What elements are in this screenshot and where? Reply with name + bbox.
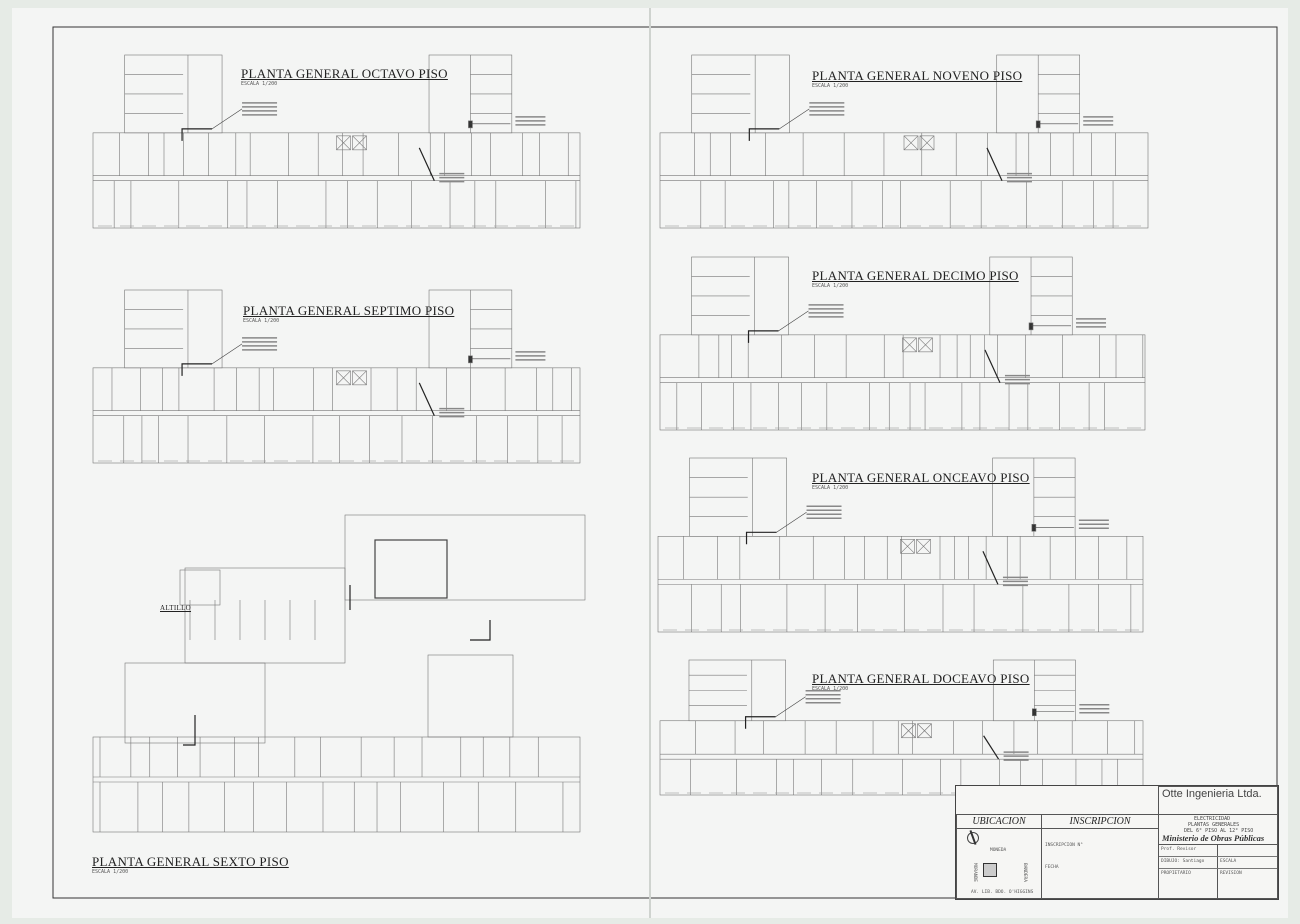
plan-title-sexto: PLANTA GENERAL SEXTO PISO [92, 854, 289, 869]
floor-plan-decimo [659, 256, 1146, 431]
plan-title-octavo: PLANTA GENERAL OCTAVO PISO [241, 66, 448, 81]
plan-scale-onceavo: ESCALA 1/200 [812, 485, 849, 491]
plan-scale-decimo: ESCALA 1/200 [812, 283, 849, 289]
floor-plan-noveno [659, 54, 1149, 229]
plan-scale-septimo: ESCALA 1/200 [243, 318, 280, 324]
floor-plan-septimo [92, 289, 581, 464]
field-propietario: PROPIETARIO [1161, 871, 1191, 876]
plan-scale-doceavo: ESCALA 1/200 [812, 686, 849, 692]
plan-title-onceavo: PLANTA GENERAL ONCEAVO PISO [812, 470, 1030, 485]
plan-title-doceavo: PLANTA GENERAL DOCEAVO PISO [812, 671, 1030, 686]
project-line-2: PLANTAS GENERALES [1188, 822, 1240, 828]
field-escala: ESCALA [1220, 859, 1237, 864]
title-block: UBICACION MONEDA MORANDE BANDERA AV. LIB… [955, 785, 1279, 900]
plan-scale-noveno: ESCALA 1/200 [812, 83, 849, 89]
plan-title-noveno: PLANTA GENERAL NOVENO PISO [812, 68, 1023, 83]
inscripcion-box: INSCRIPCION INSCRIPCION N° FECHA [1041, 814, 1159, 899]
altillo-label: ALTILLO [160, 604, 192, 612]
client-name: Ministerio de Obras Públicas [1162, 833, 1265, 843]
inscripcion-header: INSCRIPCION [1069, 816, 1131, 827]
field-revisor: Prof. Revisor [1161, 847, 1197, 852]
floor-plan-sexto [92, 514, 586, 833]
project-line-3: DEL 6° PISO AL 12° PISO [1184, 828, 1254, 834]
north-arrow-icon [967, 830, 979, 845]
plan-title-septimo: PLANTA GENERAL SEPTIMO PISO [243, 303, 455, 318]
inscripcion-number: INSCRIPCION N° [1045, 843, 1083, 848]
ubicacion-box: UBICACION MONEDA MORANDE BANDERA AV. LIB… [956, 814, 1042, 899]
plan-title-decimo: PLANTA GENERAL DECIMO PISO [812, 268, 1019, 283]
company-box: Otte Ingenieria Ltda. ELECTRICIDAD PLANT… [1158, 786, 1278, 899]
ubicacion-header: UBICACION [972, 816, 1026, 827]
floor-plan-octavo [92, 54, 581, 229]
street-right: BANDERA [1021, 863, 1027, 882]
street-bottom: AV. LIB. BDO. O'HIGGINS [971, 890, 1034, 895]
floor-plan-onceavo [657, 457, 1144, 633]
plan-scale-sexto: ESCALA 1/200 [92, 869, 129, 875]
field-revision: REVISION [1220, 871, 1242, 876]
field-dibujo: DIBUJO: Santiago [1161, 859, 1205, 864]
company-name: Otte Ingenieria Ltda. [1162, 788, 1262, 800]
street-left: MORANDE [971, 863, 977, 882]
sheet-border [52, 26, 1278, 899]
street-top: MONEDA [990, 848, 1007, 853]
plan-scale-octavo: ESCALA 1/200 [241, 81, 278, 87]
project-line-1: ELECTRICIDAD [1194, 816, 1231, 822]
site-marker [983, 863, 997, 877]
inscripcion-date: FECHA [1045, 865, 1059, 870]
